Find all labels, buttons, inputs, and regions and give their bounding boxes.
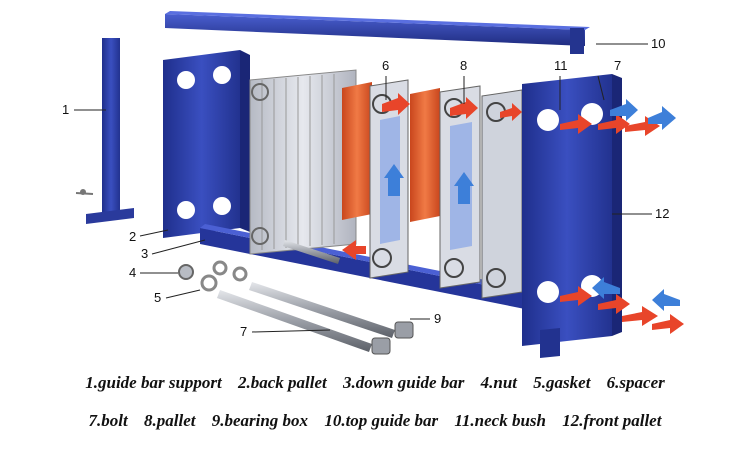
gray-plates-stack [249,69,357,255]
callout-4: 4 [129,265,136,280]
legend-item: 3.down guide bar [343,373,465,392]
legend-item: 6.spacer [606,373,665,392]
flow-arrows [342,93,684,334]
blue-arrow [454,172,474,204]
red-arrow [560,286,592,306]
back-pallet [163,50,250,238]
gasket-ring [200,274,218,292]
callout-3: 3 [141,246,148,261]
blue-arrow [592,277,620,299]
legend-item: 12.front pallet [562,411,662,430]
callout-1: 1 [62,102,69,117]
washer [212,260,228,276]
legend-row-2: 7.bolt 8.pallet 9.bearing box 10.top gui… [0,411,750,431]
callout-7: 7 [240,324,247,339]
blue-arrow [610,99,638,121]
legend-item: 5.gasket [533,373,591,392]
red-arrow [622,306,658,326]
legend-item: 10.top guide bar [324,411,439,430]
guide-rod [283,240,340,264]
orange-plate-b [410,88,440,222]
bolt-upper [249,282,414,339]
callout-10: 10 [651,36,665,51]
legend-item: 2.back pallet [237,373,327,392]
top-guide-bar [165,11,590,54]
bolt-lower [217,290,391,355]
callout-9: 9 [434,311,441,326]
red-arrow [450,97,478,119]
red-arrow [652,314,684,334]
nut [178,264,194,280]
red-arrow [382,93,410,115]
legend-item: 11.neck bush [454,411,547,430]
red-arrow [598,114,630,134]
callout-2: 2 [129,229,136,244]
callout-7-top: 7 [614,58,621,73]
red-arrow [598,294,630,314]
legend-item: 4.nut [480,373,518,392]
orange-plate-a [342,82,372,220]
washer [232,266,248,282]
callout-5: 5 [154,290,161,305]
blue-arrow [652,289,680,311]
red-arrow [342,240,366,260]
legend-item: 7.bolt [88,411,128,430]
callout-8: 8 [460,58,467,73]
red-arrow [500,103,522,121]
legend-item: 9.bearing box [211,411,309,430]
callout-6: 6 [382,58,389,73]
legend-item: 1.guide bar support [85,373,222,392]
leader-lines [74,43,652,333]
callout-12: 12 [655,206,669,221]
legend-row-1: 1.guide bar support 2.back pallet 3.down… [0,373,750,393]
plate-heat-exchanger-diagram: 1 2 3 4 5 6 7 8 9 10 11 7 12 [62,11,684,358]
gasket-plate-c [481,89,523,299]
callout-11: 11 [554,58,568,73]
front-pallet [522,74,622,358]
guide-bar-support [75,38,134,224]
red-arrow [560,114,592,134]
blue-arrow [384,164,404,196]
blue-arrow [648,106,676,130]
legend-item: 8.pallet [144,411,196,430]
